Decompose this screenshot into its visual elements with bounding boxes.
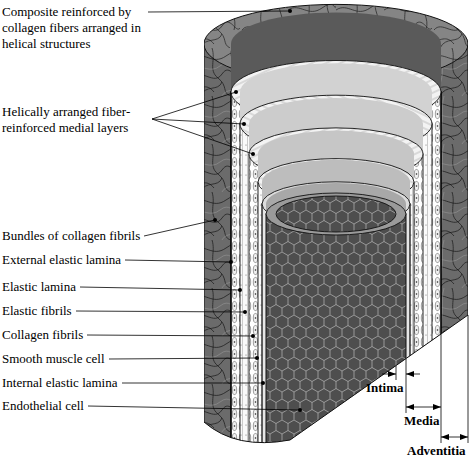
callout-label: Elastic fibrils [2, 303, 72, 319]
callout-label: Collagen fibrils [2, 327, 83, 343]
leader-dot [242, 122, 246, 126]
adventitia-body [204, 44, 468, 463]
callout-label: Composite reinforced by collagen fibers … [2, 4, 154, 52]
leader-dot [238, 288, 242, 292]
dimension-arrow [382, 374, 396, 375]
leader-dot [251, 152, 255, 156]
leader-dot [288, 9, 292, 13]
cut-edge [204, 315, 468, 443]
leader-line [152, 92, 236, 119]
extension-line [406, 359, 407, 413]
layer-label: Intima [366, 380, 404, 396]
extension-line [396, 366, 397, 380]
leader-line [148, 11, 290, 12]
dimension-arrow [441, 437, 468, 438]
leader-dot [251, 334, 255, 338]
leader-line [109, 358, 257, 359]
dimension-arrow [406, 407, 441, 408]
layer-label: Adventitia [407, 443, 466, 459]
leader-dots [213, 9, 302, 412]
callout-label: External elastic lamina [2, 252, 121, 268]
leader-line [152, 119, 253, 154]
extension-line [468, 315, 469, 443]
leader-line [80, 287, 240, 290]
leader-dot [243, 310, 247, 314]
leader-dot [213, 218, 217, 222]
leader-line [122, 383, 263, 384]
callout-label: Elastic lamina [2, 279, 76, 295]
leader-dot [229, 260, 233, 264]
intima-endothelium [266, 214, 406, 463]
leader-line [87, 335, 253, 336]
leader-lines [76, 11, 300, 410]
leader-line [76, 311, 245, 312]
leader-dot [234, 90, 238, 94]
layer-label: Media [404, 413, 439, 429]
leader-dot [298, 408, 302, 412]
callout-label: Internal elastic lamina [2, 375, 118, 391]
lumen [276, 196, 396, 232]
dimension-lines [382, 315, 468, 443]
leader-line [88, 406, 300, 410]
leader-dot [255, 356, 259, 360]
leader-line [152, 119, 244, 124]
artery-wall [204, 4, 468, 463]
dimension-arrow [406, 374, 420, 375]
callout-label: Bundles of collagen fibrils [2, 228, 140, 244]
callout-label: Smooth muscle cell [2, 351, 105, 367]
leader-dot [261, 381, 265, 385]
callout-label: Endothelial cell [2, 398, 84, 414]
leader-line [125, 260, 231, 262]
callout-label: Helically arranged fiber-reinforced medi… [2, 104, 154, 136]
extension-line [441, 334, 442, 443]
internal-elastic-lamina [262, 204, 410, 463]
leader-line [144, 220, 215, 236]
intima-top [266, 193, 406, 235]
